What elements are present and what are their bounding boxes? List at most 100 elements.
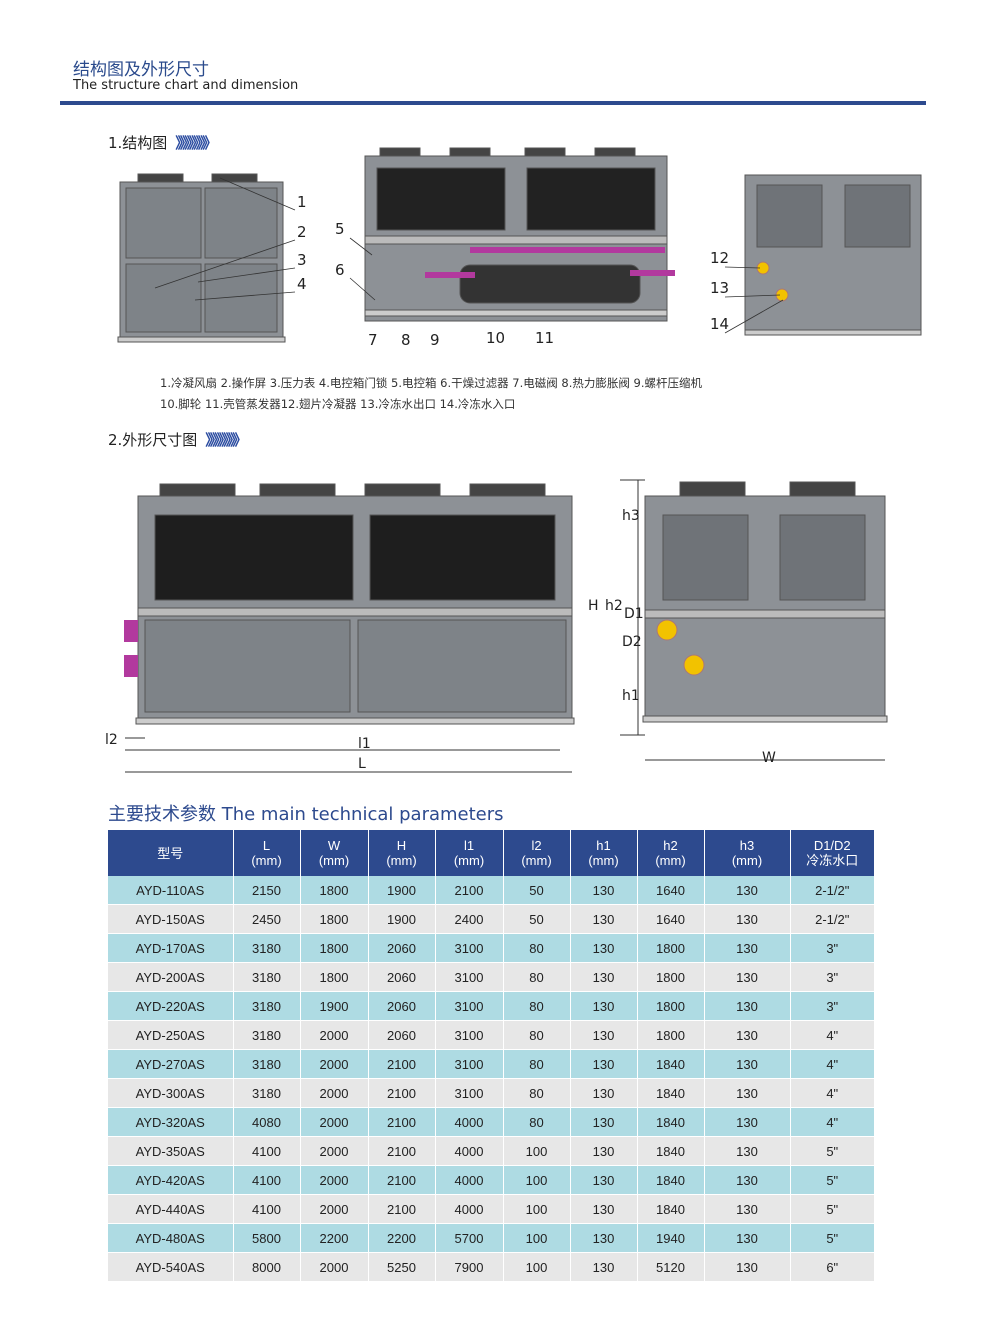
table-cell: 3" [790,962,875,992]
callout-7: 7 [368,331,378,349]
table-cell: 2100 [368,1194,436,1224]
column-header: h1(mm) [570,830,638,876]
dim-W: W [762,750,776,766]
dim-l2: l2 [105,732,118,748]
table-cell: 5" [790,1165,875,1195]
table-cell: 130 [570,876,638,905]
table-cell: AYD-300AS [108,1078,234,1108]
header-label: D1/D2 [813,838,851,853]
callout-10: 10 [486,329,505,347]
table-cell: 2100 [435,876,504,905]
table-cell: 130 [570,1107,638,1137]
table-cell: 3180 [233,991,301,1021]
table-cell: 4000 [435,1107,504,1137]
table-cell: 1840 [637,1136,705,1166]
table-cell: 80 [503,1020,571,1050]
callout-3: 3 [297,251,307,269]
table-cell: 130 [704,1252,791,1282]
header-unit: (mm) [386,853,417,868]
column-header: 型号 [108,830,234,876]
table-cell: 130 [704,1020,791,1050]
table-cell: 4" [790,1078,875,1108]
table-cell: 5" [790,1223,875,1253]
table-cell: 130 [704,991,791,1021]
table-cell: 2060 [368,933,436,963]
table-cell: 2100 [368,1165,436,1195]
table-cell: 1900 [300,991,369,1021]
table-cell: 1800 [300,904,369,934]
table-cell: 50 [503,904,571,934]
column-header: W(mm) [300,830,369,876]
section-structure-title: 1.结构图》》》》》》》 [108,132,217,153]
table-cell: AYD-150AS [108,904,234,934]
table-cell: 2100 [368,1078,436,1108]
table-cell: AYD-480AS [108,1223,234,1253]
dimension-diagram: L l1 l2 W H h2 h3 h1 D1 D2 [105,479,888,773]
callout-1: 1 [297,193,307,211]
table-cell: 130 [570,1165,638,1195]
table-cell: 4000 [435,1165,504,1195]
dim-D2: D2 [622,634,642,650]
table-cell: 130 [570,1252,638,1282]
table-cell: 2100 [368,1107,436,1137]
table-title: 主要技术参数 The main technical parameters [108,804,504,825]
table-cell: 130 [704,933,791,963]
page-title-cn: 结构图及外形尺寸 [73,60,209,80]
table-cell: 3100 [435,1078,504,1108]
table-cell: 80 [503,991,571,1021]
header-unit: (mm) [655,853,686,868]
table-cell: 1900 [368,904,436,934]
table-cell: 6" [790,1252,875,1282]
table-cell: 3100 [435,1049,504,1079]
column-header: h2(mm) [637,830,705,876]
table-cell: AYD-200AS [108,962,234,992]
table-cell: AYD-170AS [108,933,234,963]
table-cell: 2060 [368,962,436,992]
table-cell: 3180 [233,962,301,992]
table-cell: 4000 [435,1194,504,1224]
table-cell: 2000 [300,1165,369,1195]
table-cell: 3100 [435,962,504,992]
column-header: l2(mm) [503,830,571,876]
header-unit: (mm) [588,853,619,868]
chevron-icon: 》》》》》》》 [205,431,247,449]
table-cell: 1640 [637,876,705,905]
table-cell: 5700 [435,1223,504,1253]
table-cell: 130 [704,1136,791,1166]
dim-L: L [358,756,366,772]
table-cell: 4" [790,1107,875,1137]
header-unit: 冷冻水口 [806,853,859,868]
dim-D1: D1 [624,606,644,622]
table-cell: 130 [704,1107,791,1137]
table-cell: 2400 [435,904,504,934]
table-cell: 130 [570,1078,638,1108]
table-cell: 1800 [637,962,705,992]
header-label: W [327,838,341,853]
table-cell: 1900 [368,876,436,905]
callout-9: 9 [430,331,440,349]
table-cell: 2000 [300,1078,369,1108]
table-cell: 130 [704,1223,791,1253]
table-cell: 100 [503,1165,571,1195]
table-cell: 2000 [300,1020,369,1050]
table-cell: 7900 [435,1252,504,1282]
table-cell: 100 [503,1252,571,1282]
table-cell: 3180 [233,1049,301,1079]
header-label: 型号 [157,845,184,861]
table-cell: 130 [704,1165,791,1195]
table-cell: 1840 [637,1165,705,1195]
table-cell: AYD-220AS [108,991,234,1021]
table-cell: 2150 [233,876,301,905]
table-cell: 5" [790,1136,875,1166]
table-cell: 130 [570,1194,638,1224]
table-cell: 2200 [368,1223,436,1253]
table-cell: 3" [790,933,875,963]
callout-11: 11 [535,329,554,347]
table-cell: 130 [570,962,638,992]
header-unit: (mm) [251,853,282,868]
dim-l1: l1 [358,736,371,752]
